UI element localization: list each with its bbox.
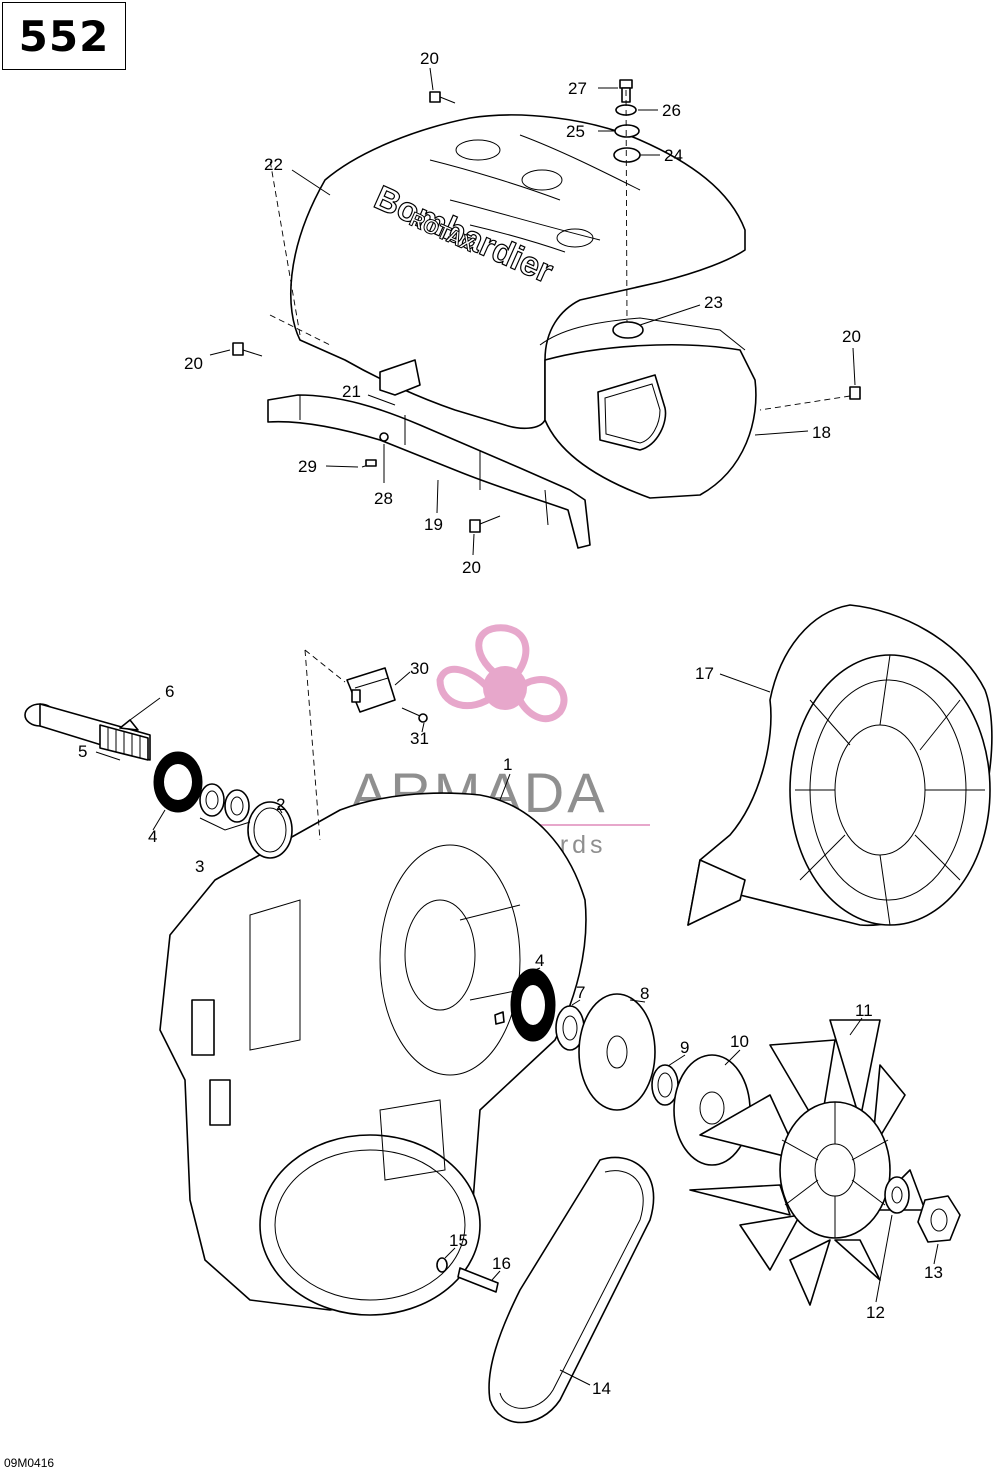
callout-12: 12	[866, 1303, 885, 1322]
callout-5: 5	[78, 742, 87, 761]
callout-17: 17	[695, 664, 714, 683]
page-number: 552	[18, 11, 110, 61]
callout-30: 30	[410, 659, 429, 678]
grommet-23	[612, 321, 644, 339]
spacer-3b	[224, 789, 250, 823]
bolt-20-bottom	[469, 515, 501, 533]
callout-10: 10	[730, 1032, 749, 1051]
pulley-half-8	[578, 993, 656, 1111]
callout-14: 14	[592, 1379, 611, 1398]
callout-2: 2	[276, 795, 285, 814]
bolt-20-right	[759, 386, 861, 411]
circlip-2	[247, 801, 293, 859]
callout-27: 27	[568, 79, 587, 98]
callout-29: 29	[298, 457, 317, 476]
bolt-20-left	[232, 342, 263, 357]
pulley-stack	[494, 968, 751, 1166]
fan-rotor-11	[689, 1019, 926, 1306]
callout-7: 7	[576, 983, 585, 1002]
callout-20: 20	[842, 327, 861, 346]
callout-22: 22	[264, 155, 283, 174]
key-6	[119, 719, 139, 731]
page-number-box: 552	[2, 2, 126, 70]
callout-25: 25	[566, 122, 585, 141]
callout-20: 20	[462, 558, 481, 577]
callout-24: 24	[664, 146, 683, 165]
reference-code: 09M0416	[4, 1456, 55, 1470]
fan-housing-assembly	[159, 792, 587, 1316]
pulley-half-10	[673, 1054, 751, 1166]
callout-4: 4	[148, 827, 157, 846]
top-cover-assembly: Bombardier ROTAX	[232, 79, 861, 549]
clip-bracket-30	[304, 649, 428, 841]
callout-28: 28	[374, 489, 393, 508]
bolt-20-top	[429, 91, 456, 104]
callout-21: 21	[342, 382, 361, 401]
screw-29	[365, 459, 377, 467]
bearing-4-right	[510, 968, 556, 1042]
callout-1: 1	[503, 755, 512, 774]
shaft-assembly	[24, 703, 293, 859]
callout-11: 11	[855, 1001, 873, 1020]
callout-3: 3	[195, 857, 204, 876]
callout-20: 20	[420, 49, 439, 68]
callout-19: 19	[424, 515, 443, 534]
leader-lines	[95, 67, 939, 1386]
callout-20: 20	[184, 354, 203, 373]
callout-labels: 20 27 26 25 24 22 23 20 20 21 18 29 28 1…	[78, 49, 943, 1398]
fan-shroud-assembly	[687, 604, 993, 927]
washer-15	[436, 1257, 448, 1273]
callout-16: 16	[492, 1254, 511, 1273]
callout-31: 31	[410, 729, 429, 748]
callout-6: 6	[165, 682, 174, 701]
callout-15: 15	[449, 1231, 468, 1250]
callout-13: 13	[924, 1263, 943, 1282]
washer-28	[379, 432, 389, 442]
bearing-4-left	[153, 751, 203, 813]
callout-18: 18	[812, 423, 831, 442]
callout-4: 4	[535, 951, 544, 970]
propeller-icon	[436, 624, 568, 723]
callout-23: 23	[704, 293, 723, 312]
nut-13	[917, 1195, 961, 1243]
callout-26: 26	[662, 101, 681, 120]
callout-9: 9	[680, 1038, 689, 1057]
washer-12	[884, 1176, 910, 1214]
spacer-3a	[199, 783, 225, 817]
pin-16	[457, 1267, 499, 1293]
engine-cover-part	[290, 114, 746, 430]
drive-belt-14	[488, 1156, 655, 1424]
callout-8: 8	[640, 984, 649, 1003]
